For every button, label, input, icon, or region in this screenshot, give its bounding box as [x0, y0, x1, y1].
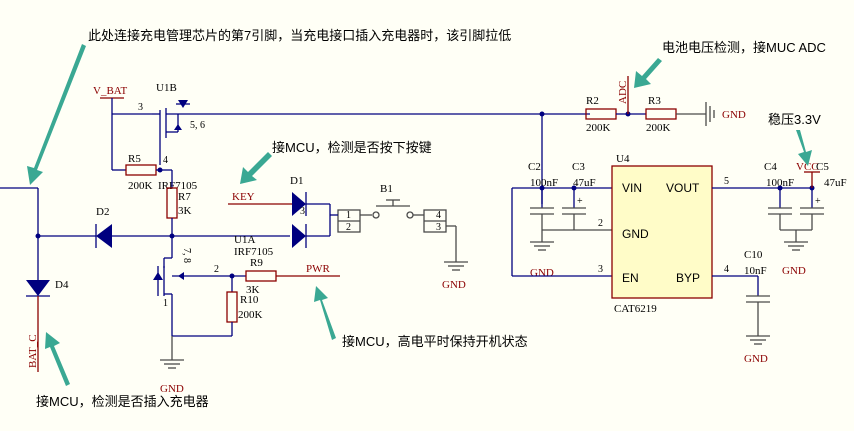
- r2-designator: R2: [586, 95, 599, 107]
- r9-designator: R9: [250, 257, 263, 269]
- r5-value: 200K: [128, 180, 153, 192]
- u4-regulator: [611, 165, 713, 299]
- svg-text:+: +: [577, 196, 583, 207]
- gnd-label-adc: GND: [722, 109, 746, 121]
- u1a-section: 7, 8 2 1 U1A IRF7105 R9 3K PWR R10 200K …: [153, 234, 340, 395]
- u4-pin4: 4: [724, 264, 729, 275]
- gnd-label-vout: GND: [782, 265, 806, 277]
- bat-c-arrow: [45, 332, 70, 386]
- regulator-section: C2 100nF + C3 47uF GND 2 3 U4 VIN VOUT G…: [511, 114, 847, 365]
- b1-pin1: 1: [346, 210, 351, 221]
- adc-arrow: [634, 58, 662, 88]
- u1b-part: IRF7105: [158, 180, 198, 192]
- c10-value: 10nF: [744, 265, 767, 277]
- b1-pin4: 4: [436, 210, 441, 221]
- u1b-mosfet: [152, 100, 198, 165]
- gnd-label-u1a: GND: [160, 383, 184, 395]
- gnd-label-c10: GND: [744, 353, 768, 365]
- vcc-label: VCC: [796, 161, 819, 173]
- b1-pin2: 2: [346, 222, 351, 233]
- key-arrow: [240, 152, 272, 184]
- d4-diode: [26, 280, 50, 296]
- pwr-arrow: [314, 286, 336, 340]
- d4-designator: D4: [55, 279, 69, 291]
- r10-value: 200K: [238, 309, 263, 321]
- r2-value: 200K: [586, 122, 611, 134]
- r9-value: 3K: [246, 284, 260, 296]
- u4-pin2: 2: [598, 218, 603, 229]
- d1-designator: D1: [290, 175, 303, 187]
- r9-resistor: [245, 270, 277, 282]
- top-left-annotation: 此处连接充电管理芯片的第7引脚，当充电接口插入充电器时，该引脚拉低: [88, 28, 511, 43]
- c2-designator: C2: [528, 161, 541, 173]
- vbat-section: V_BAT U1B 3 5, 6 4 R5 200K IRF7105: [93, 82, 590, 236]
- u4-en: EN: [622, 271, 639, 285]
- r7-resistor: [166, 187, 178, 219]
- adc-label: ADC: [617, 81, 629, 104]
- adc-annotation: 电池电压检测，接MUC ADC: [662, 40, 826, 55]
- d2-designator: D2: [96, 206, 109, 218]
- r5-resistor: [125, 164, 157, 176]
- u1b-pin56: 5, 6: [190, 120, 205, 131]
- gnd-label-reg: GND: [530, 267, 554, 279]
- u1a-pin2: 2: [214, 264, 219, 275]
- r5-designator: R5: [128, 153, 141, 165]
- d2-diode: [96, 224, 112, 248]
- c5-designator: C5: [816, 161, 829, 173]
- u4-vin: VIN: [622, 181, 642, 195]
- u4-part: CAT6219: [614, 303, 657, 315]
- u4-pin5: 5: [724, 176, 729, 187]
- u1a-pin1: 1: [163, 298, 168, 309]
- u4-byp: BYP: [676, 271, 700, 285]
- r3-value: 200K: [646, 122, 671, 134]
- r7-value: 3K: [178, 205, 192, 217]
- d1-diode-bottom: [292, 224, 306, 248]
- r10-designator: R10: [240, 294, 259, 306]
- bat-c-annotation: 接MCU，检测是否插入充电器: [36, 394, 209, 409]
- u4-vout: VOUT: [666, 181, 700, 195]
- vbat-label: V_BAT: [93, 85, 128, 97]
- u1b-designator: U1B: [156, 82, 177, 94]
- r7-designator: R7: [178, 191, 191, 203]
- top-left-arrow: [27, 44, 86, 185]
- c3-designator: C3: [572, 161, 585, 173]
- u1b-pin4: 4: [163, 155, 168, 166]
- c3-value: 47uF: [573, 177, 596, 189]
- c2-value: 100nF: [530, 177, 558, 189]
- key-section: KEY D1 3 1 2 B1 4 3 GND: [228, 175, 468, 291]
- b1-designator: B1: [380, 183, 393, 195]
- r2-resistor: [585, 108, 617, 120]
- u4-gnd: GND: [622, 227, 649, 241]
- pwr-annotation: 接MCU，高电平时保持开机状态: [342, 334, 528, 349]
- adc-section: ADC GND R2 200K R3 200K: [585, 76, 746, 134]
- bat-c-label: BAT_C: [27, 334, 39, 368]
- key-label: KEY: [232, 191, 255, 203]
- r3-resistor: [645, 108, 677, 120]
- r3-designator: R3: [648, 95, 661, 107]
- svg-text:+: +: [815, 196, 821, 207]
- c4-designator: C4: [764, 161, 777, 173]
- u1a-designator: U1A: [234, 234, 255, 246]
- c5-value: 47uF: [824, 177, 847, 189]
- regulator-arrow: [796, 130, 812, 166]
- u1a-pin78: 7, 8: [181, 248, 192, 263]
- b1-pin3: 3: [436, 222, 441, 233]
- d1-pin3: 3: [300, 206, 305, 217]
- u4-pin3: 3: [598, 264, 603, 275]
- batc-section: D4 BAT_C D2: [0, 187, 290, 372]
- c10-designator: C10: [744, 249, 763, 261]
- u1a-part: IRF7105: [234, 246, 274, 258]
- key-annotation: 接MCU，检测是否按下按键: [272, 140, 432, 155]
- d1-diode-top: [292, 192, 306, 216]
- regulator-annotation: 稳压3.3V: [768, 112, 821, 127]
- u1b-pin3: 3: [138, 102, 143, 113]
- pwr-label: PWR: [306, 263, 331, 275]
- u4-designator: U4: [616, 153, 630, 165]
- gnd-label-b1: GND: [442, 279, 466, 291]
- c4-value: 100nF: [766, 177, 794, 189]
- r10-resistor: [226, 291, 238, 323]
